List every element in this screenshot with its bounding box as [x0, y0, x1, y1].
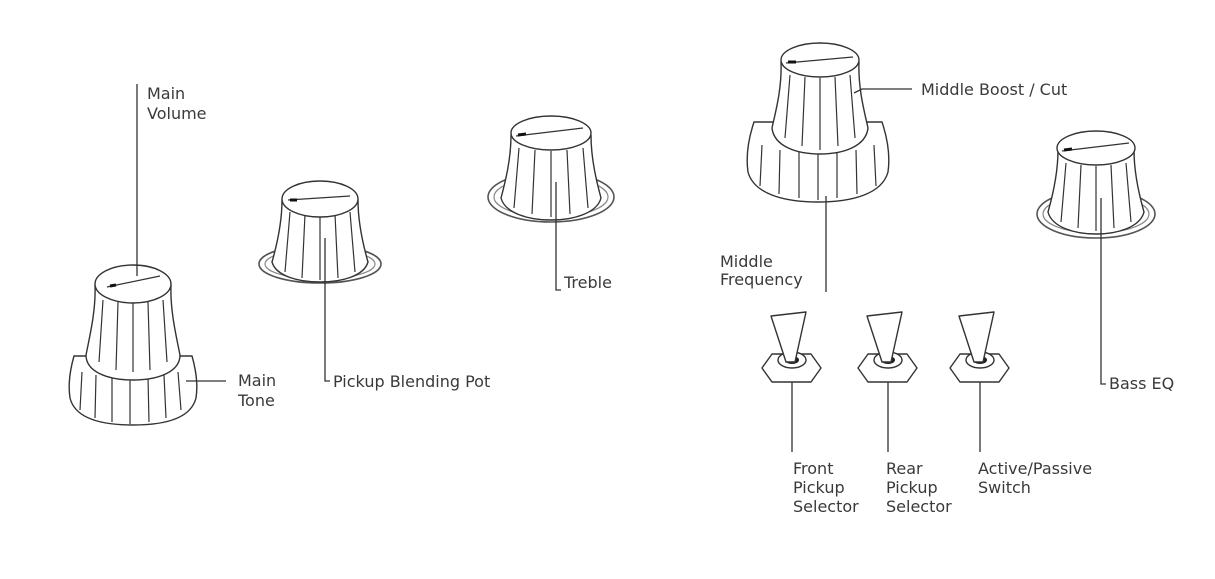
pickup-blending-pot-label: Pickup Blending Pot: [333, 372, 491, 391]
middle-boost-leader: [853, 88, 912, 94]
bass-eq-leader: [1100, 198, 1106, 385]
middle-boost-cut-label: Middle Boost / Cut: [921, 80, 1068, 99]
middle-boost-frequency-knob: [746, 42, 890, 203]
pickup-blending-leader: [324, 238, 330, 382]
pickup-blending-pot-knob: [258, 180, 382, 284]
front-pickup-switch: [761, 311, 822, 383]
main-tone-label: Main Tone: [238, 371, 277, 410]
treble-leader: [555, 182, 561, 291]
rear-pickup-switch: [857, 311, 918, 383]
treble-label: Treble: [564, 273, 612, 292]
main-volume-tone-knob: [68, 264, 198, 426]
bass-eq-label: Bass EQ: [1109, 374, 1175, 393]
bass-eq-knob: [1036, 130, 1156, 239]
front-pickup-selector-label: Front Pickup Selector: [793, 459, 859, 516]
main-volume-label: Main Volume: [147, 84, 207, 123]
active-passive-switch: [949, 311, 1010, 383]
treble-knob: [487, 115, 615, 223]
middle-frequency-label: Middle Frequency: [720, 252, 803, 289]
active-passive-switch-label: Active/Passive Switch: [978, 459, 1093, 497]
rear-pickup-selector-label: Rear Pickup Selector: [886, 459, 952, 516]
